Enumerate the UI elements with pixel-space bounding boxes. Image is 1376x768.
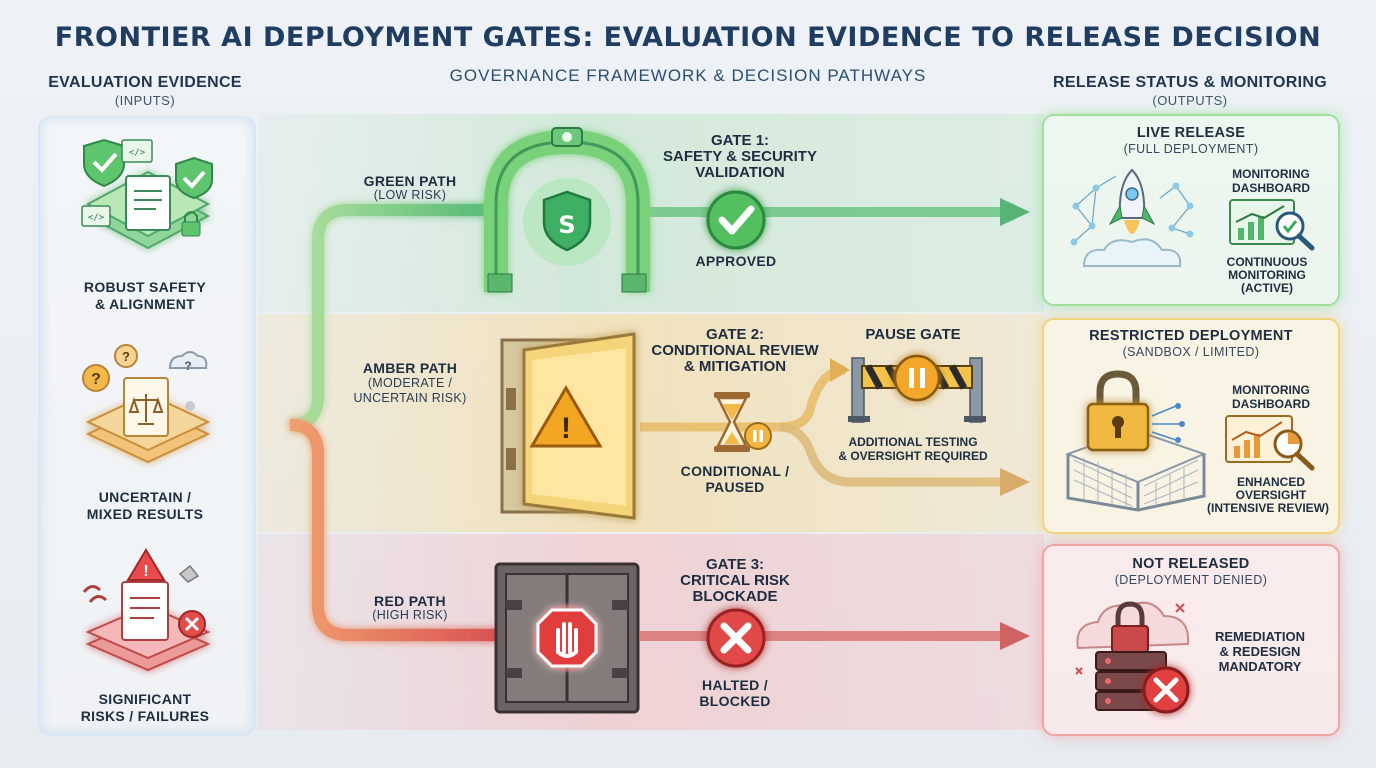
denied-line3: MANDATORY <box>1218 659 1302 674</box>
gate3-vault-icon <box>494 562 640 714</box>
amber-path-risk-line2: UNCERTAIN RISK) <box>353 391 467 405</box>
green-path-name: GREEN PATH <box>363 173 457 189</box>
restricted-monitoring-line1: ENHANCED <box>1236 475 1305 489</box>
gate3-title-line3: BLOCKADE <box>692 588 778 605</box>
denied-line2: & REDESIGN <box>1219 644 1301 659</box>
inputs-heading: EVALUATION EVIDENCE <box>48 74 242 91</box>
input-safety-line1: ROBUST SAFETY <box>83 279 207 295</box>
live-monitoring-line1: CONTINUOUS <box>1226 255 1308 269</box>
not-released-sub: (DEPLOYMENT DENIED) <box>1114 573 1268 587</box>
gate1-status: APPROVED <box>695 253 777 269</box>
input-uncertain-line1: UNCERTAIN / <box>98 489 192 505</box>
outputs-heading: RELEASE STATUS & MONITORING <box>1053 74 1327 91</box>
svg-text:!: ! <box>561 412 571 445</box>
server-denied-icon <box>1075 601 1190 714</box>
svg-text:</>: </> <box>129 148 146 158</box>
green-path-risk: (LOW RISK) <box>373 188 447 202</box>
red-path-line <box>289 419 505 641</box>
inputs-subheading: (INPUTS) <box>114 93 176 108</box>
page-subtitle: GOVERNANCE FRAMEWORK & DECISION PATHWAYS <box>449 66 927 85</box>
input-uncertain-line2: MIXED RESULTS <box>86 506 204 522</box>
blocked-x-icon <box>706 608 766 668</box>
sandbox-lock-icon <box>1065 370 1207 512</box>
red-arrow-icon <box>1000 622 1030 650</box>
pause-barrier-icon <box>848 354 986 423</box>
gate2-status-line2: PAUSED <box>705 479 765 495</box>
amber-arrow-icon <box>1000 468 1030 496</box>
page-title: FRONTIER AI DEPLOYMENT GATES: EVALUATION… <box>54 22 1322 53</box>
restricted-dashboard-line2: DASHBOARD <box>1232 397 1310 411</box>
amber-up-arrow-icon <box>830 358 850 382</box>
gate1-title-line2: SAFETY & SECURITY <box>663 148 817 165</box>
hourglass-icon <box>714 392 772 452</box>
green-arrow-icon <box>1000 198 1030 226</box>
approved-check-icon <box>706 190 766 250</box>
input-risk-line1: SIGNIFICANT <box>98 691 192 707</box>
safety-evidence-icon: </> </> <box>81 138 213 250</box>
amber-path-risk-line1: (MODERATE / <box>367 376 453 390</box>
gate2-title-line1: GATE 2: <box>705 326 765 343</box>
gate3-title-line2: CRITICAL RISK <box>680 572 790 589</box>
denied-line1: REMEDIATION <box>1214 629 1306 644</box>
outputs-subheading: (OUTPUTS) <box>1152 93 1228 108</box>
gate1-title-line1: GATE 1: <box>710 132 770 149</box>
restricted-dashboard-chart-icon <box>1225 415 1315 471</box>
pause-note-line1: ADDITIONAL TESTING <box>848 435 978 449</box>
input-safety-line2: & ALIGNMENT <box>95 296 195 312</box>
svg-text:?: ? <box>122 349 130 364</box>
gate2-status-line1: CONDITIONAL / <box>680 463 790 479</box>
live-release-sub: (FULL DEPLOYMENT) <box>1123 142 1259 156</box>
red-path-name: RED PATH <box>374 593 446 609</box>
live-monitoring-line3: (ACTIVE) <box>1241 281 1293 295</box>
restricted-heading: RESTRICTED DEPLOYMENT <box>1089 328 1293 344</box>
gate1-arch-icon: S <box>484 127 650 293</box>
red-path-risk: (HIGH RISK) <box>372 608 448 622</box>
rocket-launch-icon <box>1070 168 1194 267</box>
svg-text:S: S <box>558 211 575 239</box>
gate3-status-line2: BLOCKED <box>699 693 771 709</box>
gate2-title-line3: & MITIGATION <box>683 358 787 375</box>
restricted-sub: (SANDBOX / LIMITED) <box>1122 345 1260 359</box>
restricted-monitoring-line3: (INTENSIVE REVIEW) <box>1206 501 1329 515</box>
svg-text:?: ? <box>91 371 101 388</box>
live-monitoring-line2: MONITORING <box>1228 268 1306 282</box>
gate3-title-line1: GATE 3: <box>705 556 765 573</box>
risk-evidence-icon: ! <box>82 548 211 672</box>
live-dashboard-chart-icon <box>1229 199 1315 251</box>
svg-text:!: ! <box>143 563 148 580</box>
amber-path-name: AMBER PATH <box>362 360 458 376</box>
gate2-door-icon: ! <box>500 332 636 520</box>
svg-text:</>: </> <box>88 213 105 223</box>
gate2-title-line2: CONDITIONAL REVIEW <box>651 342 819 359</box>
not-released-heading: NOT RELEASED <box>1132 556 1250 572</box>
input-risk-line2: RISKS / FAILURES <box>80 708 210 724</box>
live-dashboard-line2: DASHBOARD <box>1232 181 1310 195</box>
gate1-title-line3: VALIDATION <box>695 164 785 181</box>
svg-text:?: ? <box>184 359 191 373</box>
pause-note-line2: & OVERSIGHT REQUIRED <box>838 449 988 463</box>
live-release-heading: LIVE RELEASE <box>1136 125 1246 141</box>
live-dashboard-line1: MONITORING <box>1232 167 1310 181</box>
restricted-dashboard-line1: MONITORING <box>1232 383 1310 397</box>
uncertain-evidence-icon: ? ? ? <box>82 344 211 464</box>
gate3-status-line1: HALTED / <box>702 677 768 693</box>
pause-gate-title: PAUSE GATE <box>865 326 961 343</box>
restricted-monitoring-line2: OVERSIGHT <box>1235 488 1307 502</box>
